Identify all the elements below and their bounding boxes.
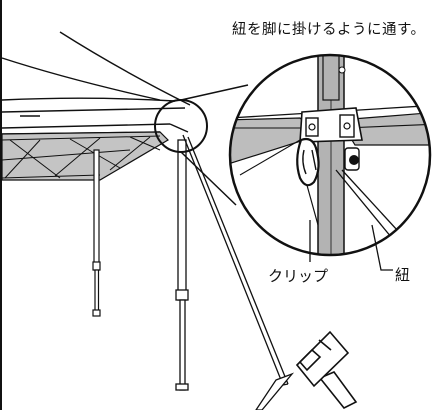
- tent-truss: [1, 131, 169, 181]
- instruction-caption: 紐を脚に掛けるように通す。: [232, 22, 426, 38]
- tent-leg-right: [175, 139, 189, 391]
- hammer-icon: [295, 330, 358, 410]
- zoom-connector-top: [180, 84, 249, 101]
- zoom-connector-bottom: [180, 151, 237, 206]
- carabiner-clip-icon: [296, 137, 320, 187]
- cord-callout-line: [371, 224, 393, 271]
- zoom-detail: [230, 55, 430, 255]
- clip-label: クリップ: [268, 267, 329, 285]
- guy-rope: [182, 134, 289, 386]
- tent-leg-left: [92, 149, 101, 317]
- tent-canopy: [1, 31, 191, 135]
- cord-label: 紐: [395, 266, 411, 284]
- ground-stake: [255, 372, 295, 410]
- detail-circle-zoom: [228, 53, 432, 257]
